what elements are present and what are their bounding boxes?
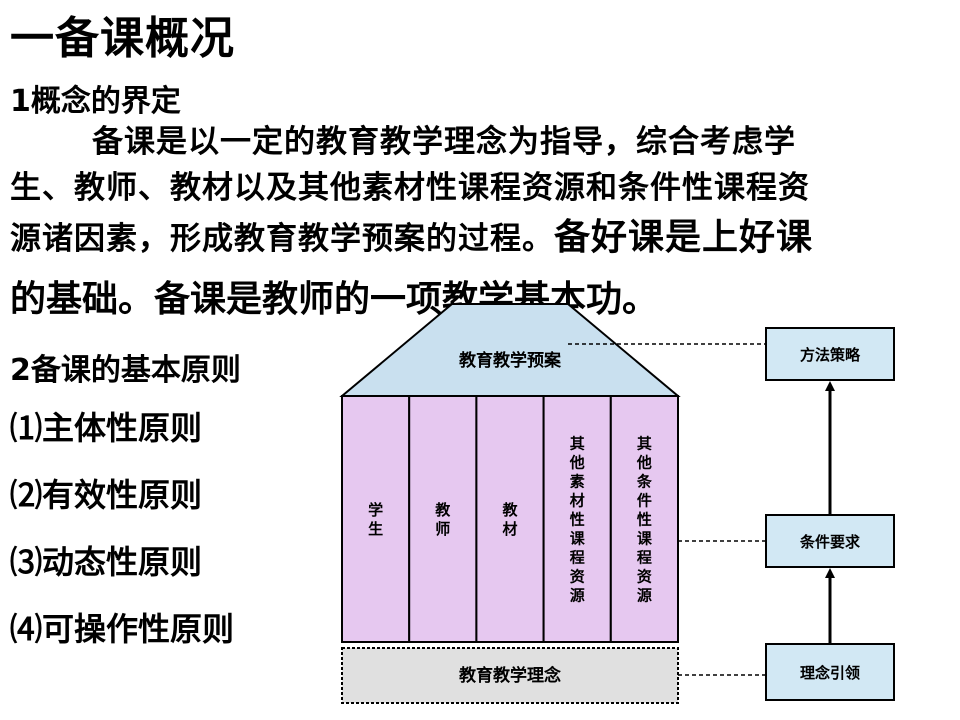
definition-line-1: 备课是以一定的教育教学理念为指导，综合考虑学	[92, 124, 796, 160]
pillar-label-4: 其他素材性课程资源	[569, 434, 586, 604]
principle-item: ⑵有效性原则	[10, 476, 203, 514]
principle-item: ⑷可操作性原则	[10, 610, 235, 648]
pillar-label-1: 学生	[368, 501, 383, 538]
principle-item: ⑶动态性原则	[10, 543, 203, 581]
pillar-3	[475, 395, 545, 643]
pillar-label-5: 其他条件性课程资源	[636, 434, 653, 604]
pillar-label-3: 教材	[501, 501, 518, 538]
concept-guidance-box	[765, 643, 895, 701]
method-strategy-label: 方法策略	[800, 346, 861, 364]
pillar-2	[408, 395, 478, 643]
section-heading-definition: 1概念的界定	[10, 84, 181, 119]
pillar-label-2: 教师	[434, 501, 451, 538]
definition-line-2: 生、教师、教材以及其他素材性课程资源和条件性课程资	[10, 170, 810, 206]
principle-item: ⑴主体性原则	[10, 409, 203, 447]
definition-line-3b: 备好课是上好课	[554, 217, 814, 258]
definition-line-3a: 源诸因素，形成教育教学预案的过程。	[10, 221, 554, 257]
right-column: 方法策略 条件要求 理念引领	[765, 327, 895, 701]
definition-line-3: 源诸因素，形成教育教学预案的过程。备好课是上好课	[10, 208, 813, 260]
house-structure: 教育教学预案 学生 教师 教材 其他素材性课程资源 其他条件性课程资源 教育教学理念	[339, 303, 681, 704]
pillar-4	[542, 395, 612, 643]
condition-requirement-box	[765, 514, 895, 568]
lesson-prep-house-diagram: 教育教学预案 学生 教师 教材 其他素材性课程资源 其他条件性课程资源 教育教学理念 方…	[339, 303, 895, 704]
method-strategy-box	[765, 327, 895, 381]
roof-shape	[339, 303, 681, 397]
pillar-group: 学生 教师 教材 其他素材性课程资源 其他条件性课程资源	[341, 395, 679, 643]
foundation-shape	[341, 647, 679, 704]
condition-requirement-label: 条件要求	[799, 533, 861, 551]
roof-label: 教育教学预案	[458, 350, 562, 371]
concept-guidance-label: 理念引领	[800, 664, 860, 682]
foundation-label: 教育教学理念	[458, 665, 561, 686]
dashed-connectors	[568, 343, 766, 676]
pillar-1	[341, 395, 411, 643]
pillar-5	[609, 395, 679, 643]
section-heading-principles: 2备课的基本原则	[10, 353, 241, 388]
page-title: 一备课概况	[10, 13, 235, 64]
